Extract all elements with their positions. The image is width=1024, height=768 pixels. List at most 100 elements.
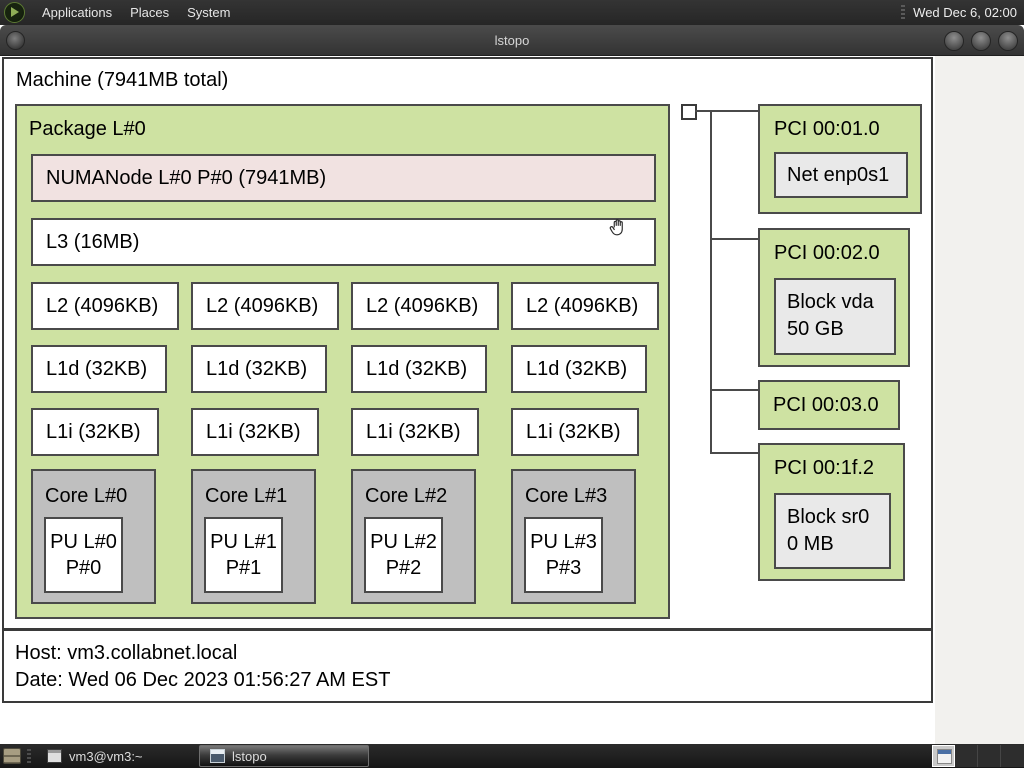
l1i-label: L1i (32KB) [526, 420, 621, 443]
l1i-cache-box: L1i (32KB) [351, 408, 479, 456]
pci-label: PCI 00:1f.2 [774, 457, 875, 479]
window-menu-icon[interactable] [6, 30, 25, 50]
l1i-cache-box: L1i (32KB) [31, 408, 159, 456]
taskbar-item-label: lstopo [232, 748, 267, 764]
drawer-icon[interactable] [3, 748, 21, 764]
workspace-cell-active[interactable] [932, 745, 955, 767]
terminal-icon [47, 749, 62, 763]
numanode-label: NUMANode L#0 P#0 (7941MB) [46, 166, 327, 189]
distro-logo-triangle [11, 7, 19, 17]
pu-box: PU L#1 P#1 [204, 517, 283, 593]
workspace-switcher [932, 744, 1024, 768]
l1i-cache-box: L1i (32KB) [191, 408, 319, 456]
taskbar-item-label: vm3@vm3:~ [69, 748, 143, 764]
bridge-link-line [710, 389, 760, 391]
pci-label: PCI 00:02.0 [774, 242, 880, 264]
numanode-box: NUMANode L#0 P#0 (7941MB) [31, 154, 656, 202]
pci-box: PCI 00:03.0 [758, 380, 900, 430]
l1i-label: L1i (32KB) [46, 420, 141, 443]
l1i-label: L1i (32KB) [366, 420, 461, 443]
taskbar-item-terminal[interactable]: vm3@vm3:~ [37, 745, 197, 767]
package-box: Package L#0 NUMANode L#0 P#0 (7941MB) L3… [15, 104, 670, 619]
pci-box: PCI 00:1f.2 Block sr0 0 MB [758, 443, 905, 581]
l1d-label: L1d (32KB) [206, 357, 308, 380]
pu-box: PU L#3 P#3 [524, 517, 603, 593]
block-device-size: 50 GB [787, 318, 844, 340]
close-button[interactable] [998, 31, 1018, 51]
menu-system[interactable]: System [187, 5, 231, 20]
core-label: Core L#2 [365, 485, 448, 507]
minimize-button[interactable] [944, 31, 964, 51]
l1d-cache-box: L1d (32KB) [191, 345, 327, 393]
pu-pnum: P#2 [385, 557, 422, 579]
panel-handle[interactable] [901, 4, 906, 21]
l1d-label: L1d (32KB) [46, 357, 148, 380]
core-box: Core L#2 PU L#2 P#2 [351, 469, 476, 604]
bridge-link-line [695, 110, 760, 112]
l2-label: L2 (4096KB) [366, 294, 479, 317]
legend-box: Host: vm3.collabnet.local Date: Wed 06 D… [2, 630, 933, 703]
pu-pnum: P#3 [545, 557, 582, 579]
l2-cache-box: L2 (4096KB) [511, 282, 659, 330]
menu-places[interactable]: Places [130, 5, 170, 20]
pci-label: PCI 00:01.0 [774, 118, 880, 140]
pci-label: PCI 00:03.0 [773, 393, 879, 416]
l2-cache-box: L2 (4096KB) [351, 282, 499, 330]
l2-label: L2 (4096KB) [526, 294, 639, 317]
l1d-cache-box: L1d (32KB) [351, 345, 487, 393]
legend-date: Date: Wed 06 Dec 2023 01:56:27 AM EST [15, 669, 391, 691]
l1i-cache-box: L1i (32KB) [511, 408, 639, 456]
workspace-window-thumb [937, 749, 952, 764]
pu-box: PU L#0 P#0 [44, 517, 123, 593]
package-label: Package L#0 [29, 118, 146, 140]
machine-box: Machine (7941MB total) Package L#0 NUMAN… [2, 57, 933, 630]
maximize-button[interactable] [971, 31, 991, 51]
core-label: Core L#1 [205, 485, 288, 507]
block-device-size: 0 MB [787, 533, 834, 555]
core-box: Core L#1 PU L#1 P#1 [191, 469, 316, 604]
pu-pnum: P#1 [225, 557, 262, 579]
l3-cache-box: L3 (16MB) [31, 218, 656, 266]
window-icon [210, 749, 225, 763]
pci-box: PCI 00:02.0 Block vda 50 GB [758, 228, 910, 367]
net-device-label: Net enp0s1 [787, 163, 890, 186]
workspace-cell[interactable] [1001, 745, 1024, 767]
l2-cache-box: L2 (4096KB) [191, 282, 339, 330]
block-device-label: Block vda [787, 291, 874, 313]
l1d-label: L1d (32KB) [526, 357, 628, 380]
taskbar-handle[interactable] [27, 749, 31, 763]
workspace-cell[interactable] [978, 745, 1001, 767]
l2-label: L2 (4096KB) [46, 294, 159, 317]
block-device-box: Block sr0 0 MB [774, 493, 891, 569]
canvas-right-margin [935, 55, 1024, 744]
l1d-cache-box: L1d (32KB) [511, 345, 647, 393]
core-box: Core L#3 PU L#3 P#3 [511, 469, 636, 604]
pu-pnum: P#0 [65, 557, 102, 579]
top-panel: Applications Places System Wed Dec 6, 02… [0, 0, 1024, 25]
core-label: Core L#3 [525, 485, 608, 507]
block-device-box: Block vda 50 GB [774, 278, 896, 355]
menu-applications[interactable]: Applications [42, 5, 113, 20]
pu-label: PU L#1 [210, 531, 277, 553]
pu-label: PU L#0 [50, 531, 117, 553]
block-device-label: Block sr0 [787, 506, 870, 528]
taskbar-item-lstopo[interactable]: lstopo [199, 745, 369, 767]
l1i-label: L1i (32KB) [206, 420, 301, 443]
legend-host: Host: vm3.collabnet.local [15, 642, 238, 664]
core-label: Core L#0 [45, 485, 128, 507]
l3-label: L3 (16MB) [46, 230, 140, 253]
l2-cache-box: L2 (4096KB) [31, 282, 179, 330]
pu-label: PU L#3 [530, 531, 597, 553]
hand-cursor [609, 219, 623, 236]
taskbar: vm3@vm3:~ lstopo [0, 744, 1024, 768]
workspace-cell[interactable] [955, 745, 978, 767]
l1d-label: L1d (32KB) [366, 357, 468, 380]
window-titlebar[interactable]: lstopo [0, 25, 1024, 56]
l1d-cache-box: L1d (32KB) [31, 345, 167, 393]
pci-box: PCI 00:01.0 Net enp0s1 [758, 104, 922, 214]
distro-menu-icon[interactable] [4, 2, 25, 23]
lstopo-canvas: Machine (7941MB total) Package L#0 NUMAN… [0, 55, 1024, 744]
core-box: Core L#0 PU L#0 P#0 [31, 469, 156, 604]
clock-applet[interactable]: Wed Dec 6, 02:00 [913, 5, 1017, 20]
